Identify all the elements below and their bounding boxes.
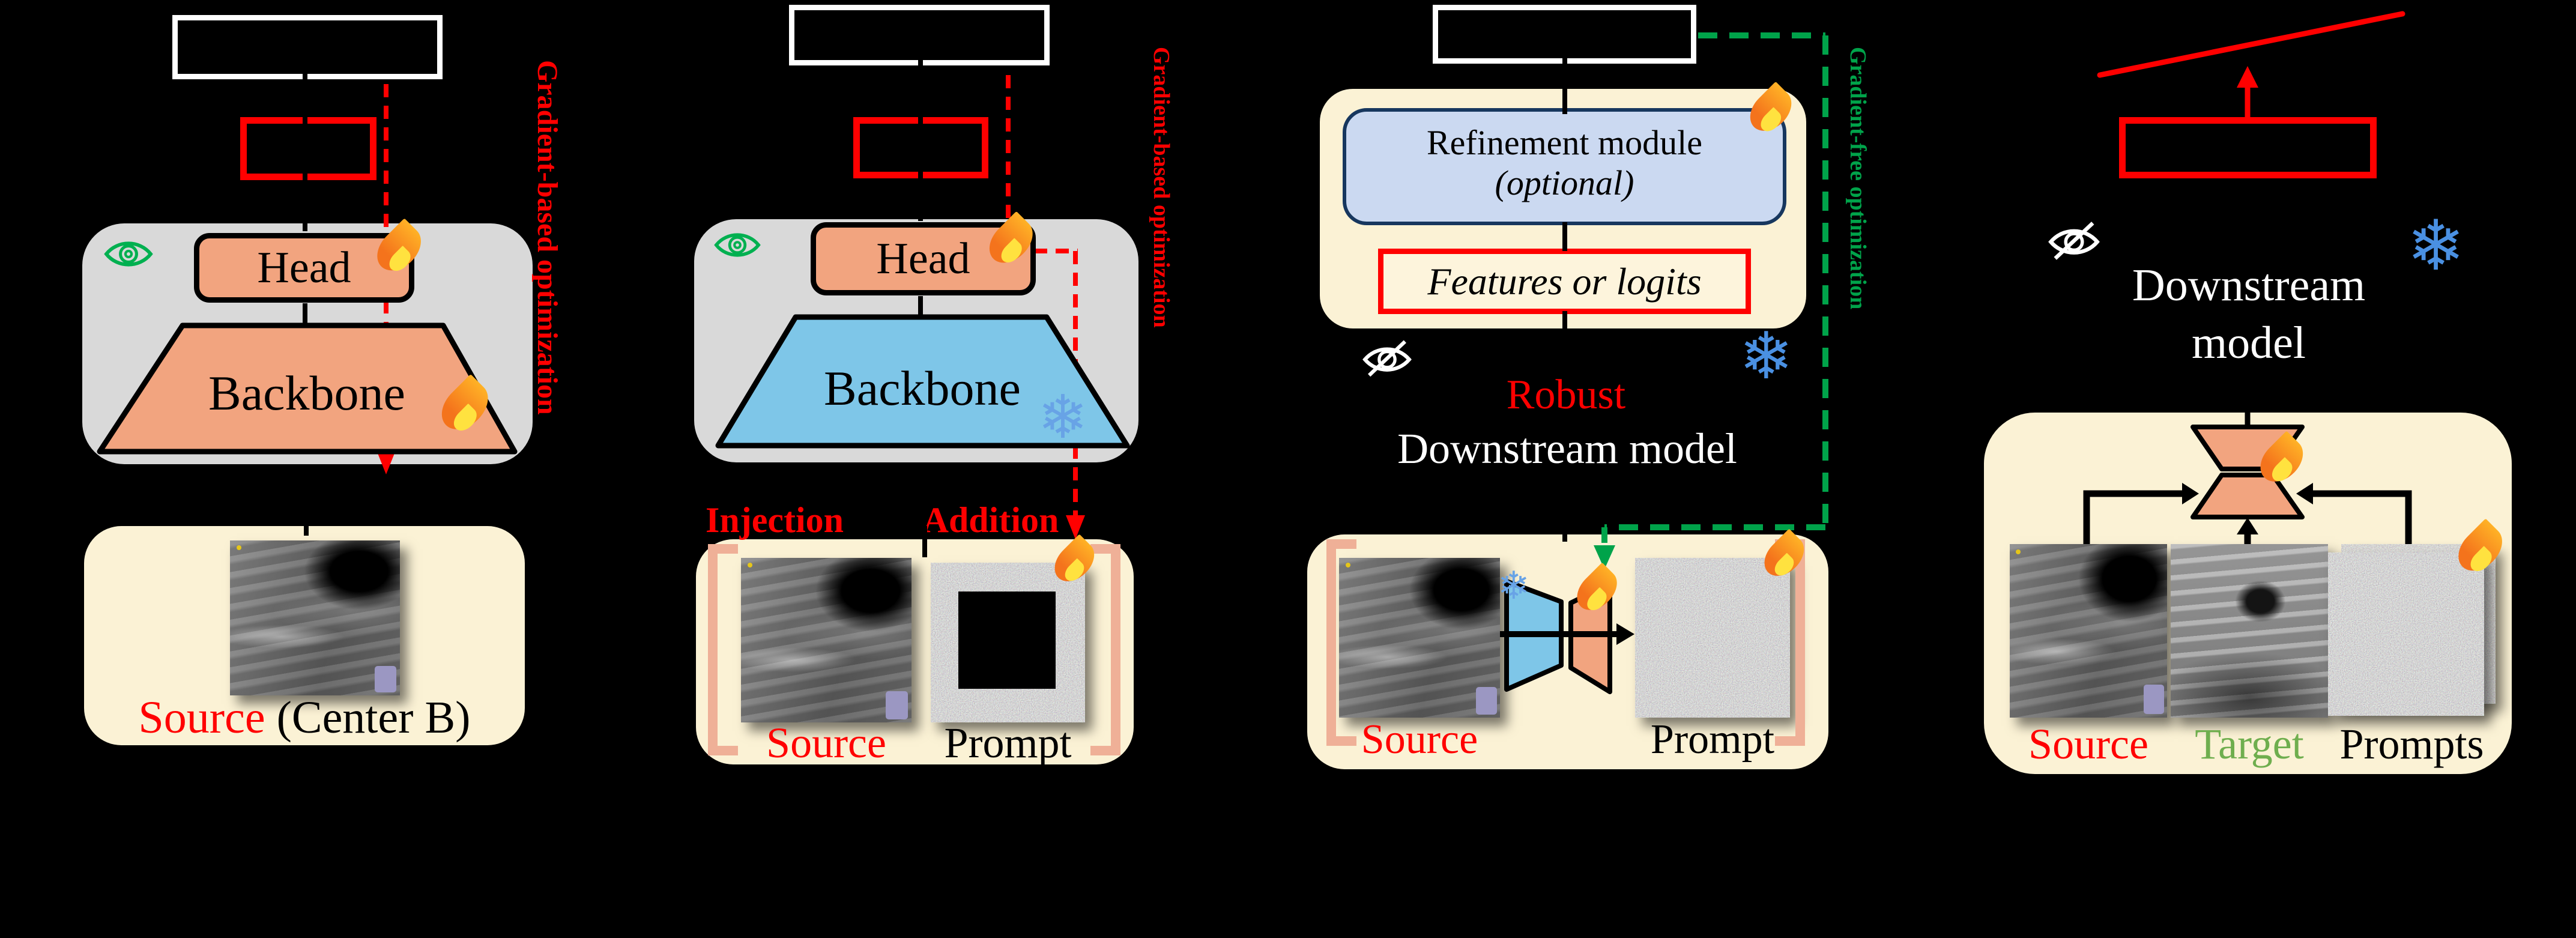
panel2-branch-arrowhead (1066, 515, 1085, 539)
panel4-target-arrowhead (2237, 518, 2258, 534)
panel2-addition-label: Addition (922, 500, 1059, 540)
panel3-left-bracket (1326, 539, 1356, 746)
fire-icon (1742, 81, 1800, 139)
eye-slash-icon (1361, 336, 1413, 380)
fire-icon (369, 218, 430, 280)
snowflake-icon: ❄ (1498, 564, 1530, 608)
panel3-model-label: Downstream model (1397, 425, 1737, 473)
panel2-backbone-trapezoid (715, 314, 1130, 449)
snowflake-icon: ❄ (2407, 205, 2466, 286)
fire-icon (1047, 533, 1102, 589)
panel4-metric-box (2119, 117, 2377, 178)
fire-icon (1568, 562, 1625, 619)
snowflake-icon: ❄ (1038, 382, 1088, 452)
panel4-prompts-label: Prompts (2339, 720, 2484, 768)
panel3-prompt-image (1635, 558, 1790, 718)
panel1-side-note: Gradient-based optimization (531, 60, 563, 415)
panel2-left-bracket (708, 544, 738, 755)
panel4-performance-line (2097, 11, 2405, 78)
panel2-head-label: Head (876, 234, 970, 283)
panel1-head-block: Head (194, 233, 414, 303)
panel4-up-arrowhead (2237, 66, 2258, 88)
panel2-source-label: Source (766, 719, 886, 767)
panel1-caption: Source (Center B) (84, 692, 525, 744)
eye-open-icon (713, 227, 761, 263)
panel2-source-image (741, 558, 912, 722)
panel4-model-line1: Downstream (2132, 260, 2366, 310)
panel2-backbone-label: Backbone (824, 361, 1021, 416)
panel4-prompts-arrowhead (2296, 483, 2313, 504)
panel2-right-bracket (1090, 544, 1120, 755)
panel4-model-label: Downstream model (2090, 257, 2408, 372)
noise-texture (2328, 552, 2484, 716)
panel3-features-label: Features or logits (1427, 259, 1702, 303)
panel2-prompt-hole (958, 591, 1056, 689)
panel3-source-image (1339, 558, 1500, 718)
panel4-adapter-bottom (2191, 473, 2305, 519)
panel1-caption-center: (Center B) (265, 692, 471, 743)
panel4-target-label: Target (2195, 720, 2304, 768)
fire-icon (981, 211, 1041, 271)
panel1-backbone-trapezoid (97, 322, 518, 455)
panel2-prompt-label: Prompt (944, 719, 1072, 767)
panel4-source-arrow (2083, 490, 2182, 544)
fire-icon (2450, 518, 2511, 580)
panel1-head-label: Head (257, 243, 351, 292)
panel4-source-image (2010, 544, 2167, 718)
snowflake-icon: ❄ (1739, 319, 1794, 394)
fire-icon (1756, 528, 1812, 584)
panel3-refinement-line2: (optional) (1495, 163, 1634, 202)
fire-icon (2252, 431, 2311, 490)
panel3-gradientfree-arrowhead (1594, 545, 1615, 569)
panel4-prompts-arrow (2313, 490, 2412, 544)
panel1-backbone-label: Backbone (208, 366, 405, 420)
panel1-caption-source: Source (138, 692, 265, 743)
panel2-injection-label: Injection (706, 500, 844, 540)
fire-icon (432, 374, 497, 440)
eye-slash-icon (2046, 217, 2102, 263)
panel3-robust-label: Robust (1506, 372, 1626, 418)
panel3-generator-arrowhead (1616, 623, 1634, 645)
panel2-prompt-image (931, 563, 1085, 722)
panel3-source-label: Source (1361, 716, 1478, 763)
panel3-side-note: Gradient-free optimization (1845, 47, 1870, 310)
panel4-source-arrowhead (2182, 483, 2199, 504)
eye-open-icon (103, 235, 154, 273)
panel4-prompts-image (2328, 552, 2484, 716)
panel4-source-label: Source (2028, 720, 2148, 768)
panel3-refinement-line1: Refinement module (1426, 123, 1703, 162)
panel1-gradient-arrowhead (376, 450, 396, 474)
panel4-model-line2: model (2192, 317, 2306, 368)
panel2-side-note: Gradient-based optimization (1149, 47, 1174, 328)
noise-texture (1635, 558, 1790, 718)
panel1-loss-box (240, 117, 376, 180)
panel1-source-image (230, 540, 400, 695)
panel3-prompt-label: Prompt (1650, 716, 1775, 763)
panel4-target-image (2171, 544, 2328, 718)
